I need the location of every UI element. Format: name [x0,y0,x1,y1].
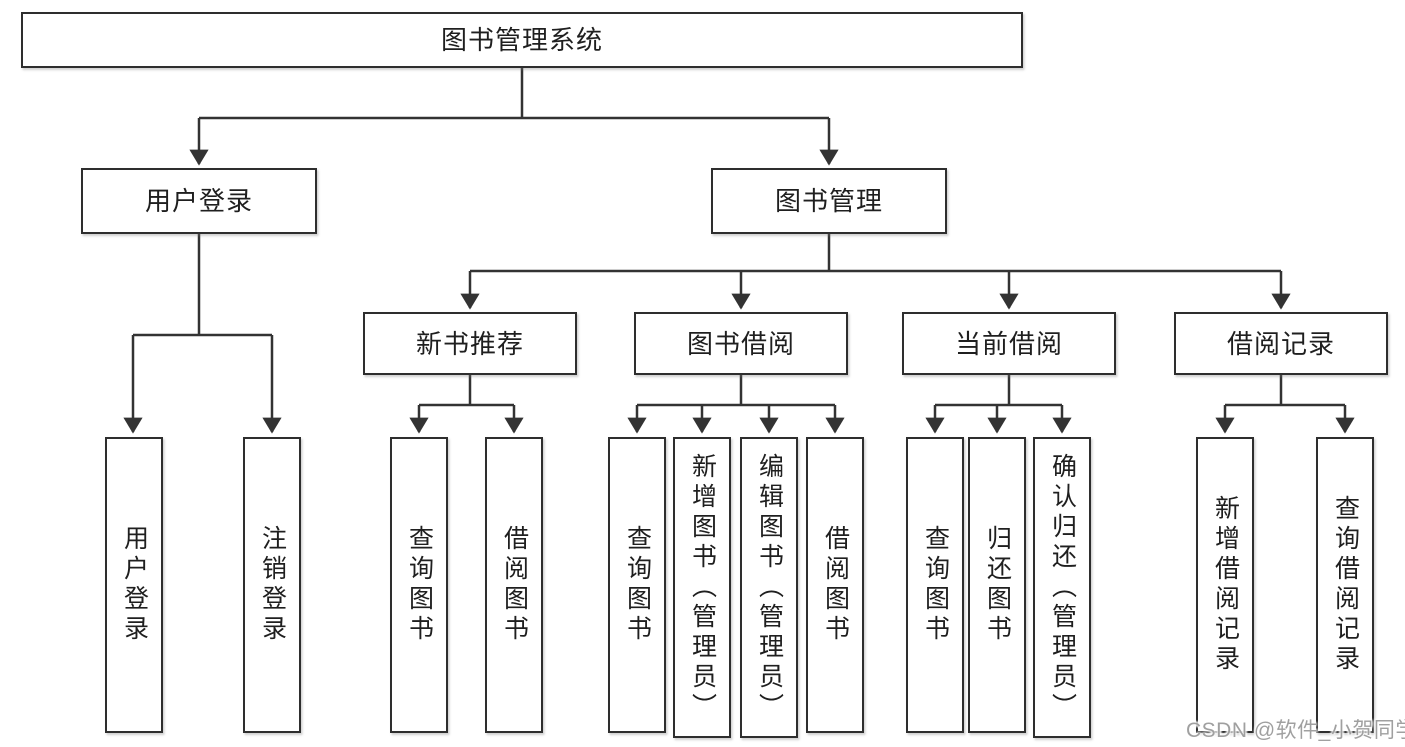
leaf-borrowing-query-book: 查询图书 [608,437,666,733]
leaf-user-login-label: 用户登录 [120,525,149,645]
node-book-management-label: 图书管理 [774,186,883,216]
leaf-records-add-record: 新增借阅记录 [1196,437,1254,733]
csdn-watermark: CSDN @软件_小贺同学 [1186,719,1405,742]
leaf-logout-label: 注销登录 [258,525,287,645]
node-borrowing-records-label: 借阅记录 [1226,328,1335,359]
leaf-current-return-book: 归还图书 [968,437,1026,733]
leaf-current-query-book-label: 查询图书 [921,525,950,645]
leaf-borrowing-borrow-book: 借阅图书 [806,437,864,733]
leaf-borrowing-add-book-admin-label: 新增图书（管理员） [688,452,717,723]
leaf-user-login: 用户登录 [105,437,163,733]
node-book-management: 图书管理 [711,168,947,234]
connector-root-to-level2 [199,68,829,120]
node-root-label: 图书管理系统 [440,25,603,55]
connector-borrowing-split [637,375,835,407]
connector-current-split [935,375,1062,407]
node-user-login: 用户登录 [81,168,317,234]
leaf-newbook-query-book: 查询图书 [390,437,448,733]
connector-userlogin-split [133,234,272,337]
node-new-book-recommend: 新书推荐 [363,312,577,375]
leaf-borrowing-add-book-admin: 新增图书（管理员） [673,437,731,738]
leaf-current-confirm-return-admin-label: 确认归还（管理员） [1048,452,1077,723]
leaf-newbook-query-book-label: 查询图书 [405,525,434,645]
node-new-book-recommend-label: 新书推荐 [415,328,524,359]
leaf-current-return-book-label: 归还图书 [983,525,1012,645]
node-current-borrowing: 当前借阅 [902,312,1116,375]
leaf-newbook-borrow-book-label: 借阅图书 [500,525,529,645]
leaf-records-query-record: 查询借阅记录 [1316,437,1374,733]
leaf-newbook-borrow-book: 借阅图书 [485,437,543,733]
connector-newbook-split [419,375,514,407]
leaf-logout: 注销登录 [243,437,301,733]
connector-records-split [1225,375,1345,407]
leaf-records-add-record-label: 新增借阅记录 [1211,495,1240,675]
node-borrowing-records: 借阅记录 [1174,312,1388,375]
connector-bookmgmt-split [470,234,1281,273]
node-book-borrowing-label: 图书借阅 [686,328,795,359]
node-user-login-label: 用户登录 [144,186,253,216]
leaf-borrowing-borrow-book-label: 借阅图书 [821,525,850,645]
node-current-borrowing-label: 当前借阅 [954,328,1063,359]
leaf-current-query-book: 查询图书 [906,437,964,733]
leaf-current-confirm-return-admin: 确认归还（管理员） [1033,437,1091,738]
node-root-system: 图书管理系统 [21,12,1023,68]
leaf-borrowing-edit-book-admin: 编辑图书（管理员） [740,437,798,738]
leaf-records-query-record-label: 查询借阅记录 [1331,495,1360,675]
leaf-borrowing-edit-book-admin-label: 编辑图书（管理员） [755,452,784,723]
leaf-borrowing-query-book-label: 查询图书 [623,525,652,645]
node-book-borrowing: 图书借阅 [634,312,848,375]
